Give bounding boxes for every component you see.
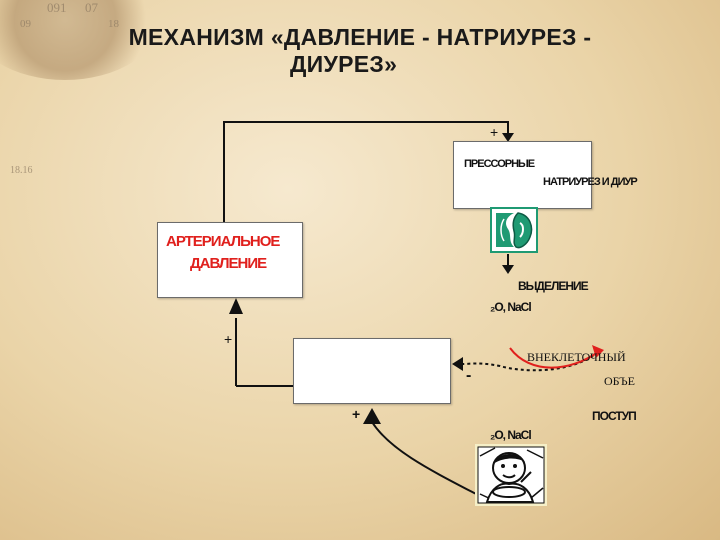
- pressor-line1: ПРЕССОРНЫЕ: [464, 158, 535, 170]
- map-number: 18: [108, 18, 119, 30]
- plus-sign-bottom: +: [352, 406, 360, 422]
- feedback-line-top: [223, 121, 509, 222]
- slide-title-line2: ДИУРЕЗ»: [290, 51, 398, 77]
- person-eating-icon: [475, 444, 547, 506]
- minus-sign: -: [466, 367, 471, 384]
- arterial-pressure-box: АРТЕРИАЛЬНОЕ ДАВЛЕНИЕ: [157, 222, 303, 298]
- volume-line2: ОБЪЕ: [604, 374, 635, 388]
- kidney-icon: [490, 207, 538, 253]
- arrow-head-top: [502, 133, 514, 142]
- arrow-head-left: [229, 298, 243, 314]
- excretion-sub: ₂O, NaCl: [490, 300, 532, 314]
- slide-title-line1: МЕХАНИЗМ «ДАВЛЕНИЕ - НАТРИУРЕЗ -: [128, 24, 592, 50]
- plus-sign-left: +: [224, 331, 232, 347]
- map-number: 07: [85, 0, 98, 15]
- arterial-pressure-line1: АРТЕРИАЛЬНОЕ: [166, 233, 280, 250]
- plus-sign-top: +: [490, 124, 498, 140]
- map-number: 18.16: [10, 165, 33, 176]
- volume-dotted-curve: [461, 351, 599, 372]
- slide-title: МЕХАНИЗМ «ДАВЛЕНИЕ - НАТРИУРЕЗ - ДИУРЕЗ»: [0, 24, 720, 78]
- intake-sub: ₂O, NaCl: [490, 428, 532, 442]
- pressor-line2: НАТРИУРЕЗ И ДИУР: [543, 176, 638, 188]
- extracellular-volume-box: [293, 338, 451, 404]
- pressor-natriuresis-box: ПРЕССОРНЫЕ: [453, 141, 592, 209]
- intake-line: [371, 421, 479, 496]
- excretion-arrow-head: [502, 265, 514, 274]
- intake-label: ПОСТУП: [592, 409, 637, 423]
- volume-line1: ВНЕКЛЕТОЧНЫЙ: [527, 350, 626, 364]
- volume-arrow-head: [452, 357, 463, 371]
- excretion-label: ВЫДЕЛЕНИЕ: [518, 279, 589, 293]
- intake-arrow-head: [363, 408, 381, 424]
- map-number: 091: [47, 0, 67, 15]
- red-arrow-head: [592, 345, 604, 358]
- red-curve: [509, 347, 599, 369]
- arterial-pressure-line2: ДАВЛЕНИЕ: [190, 255, 267, 272]
- map-number: 09: [20, 18, 31, 30]
